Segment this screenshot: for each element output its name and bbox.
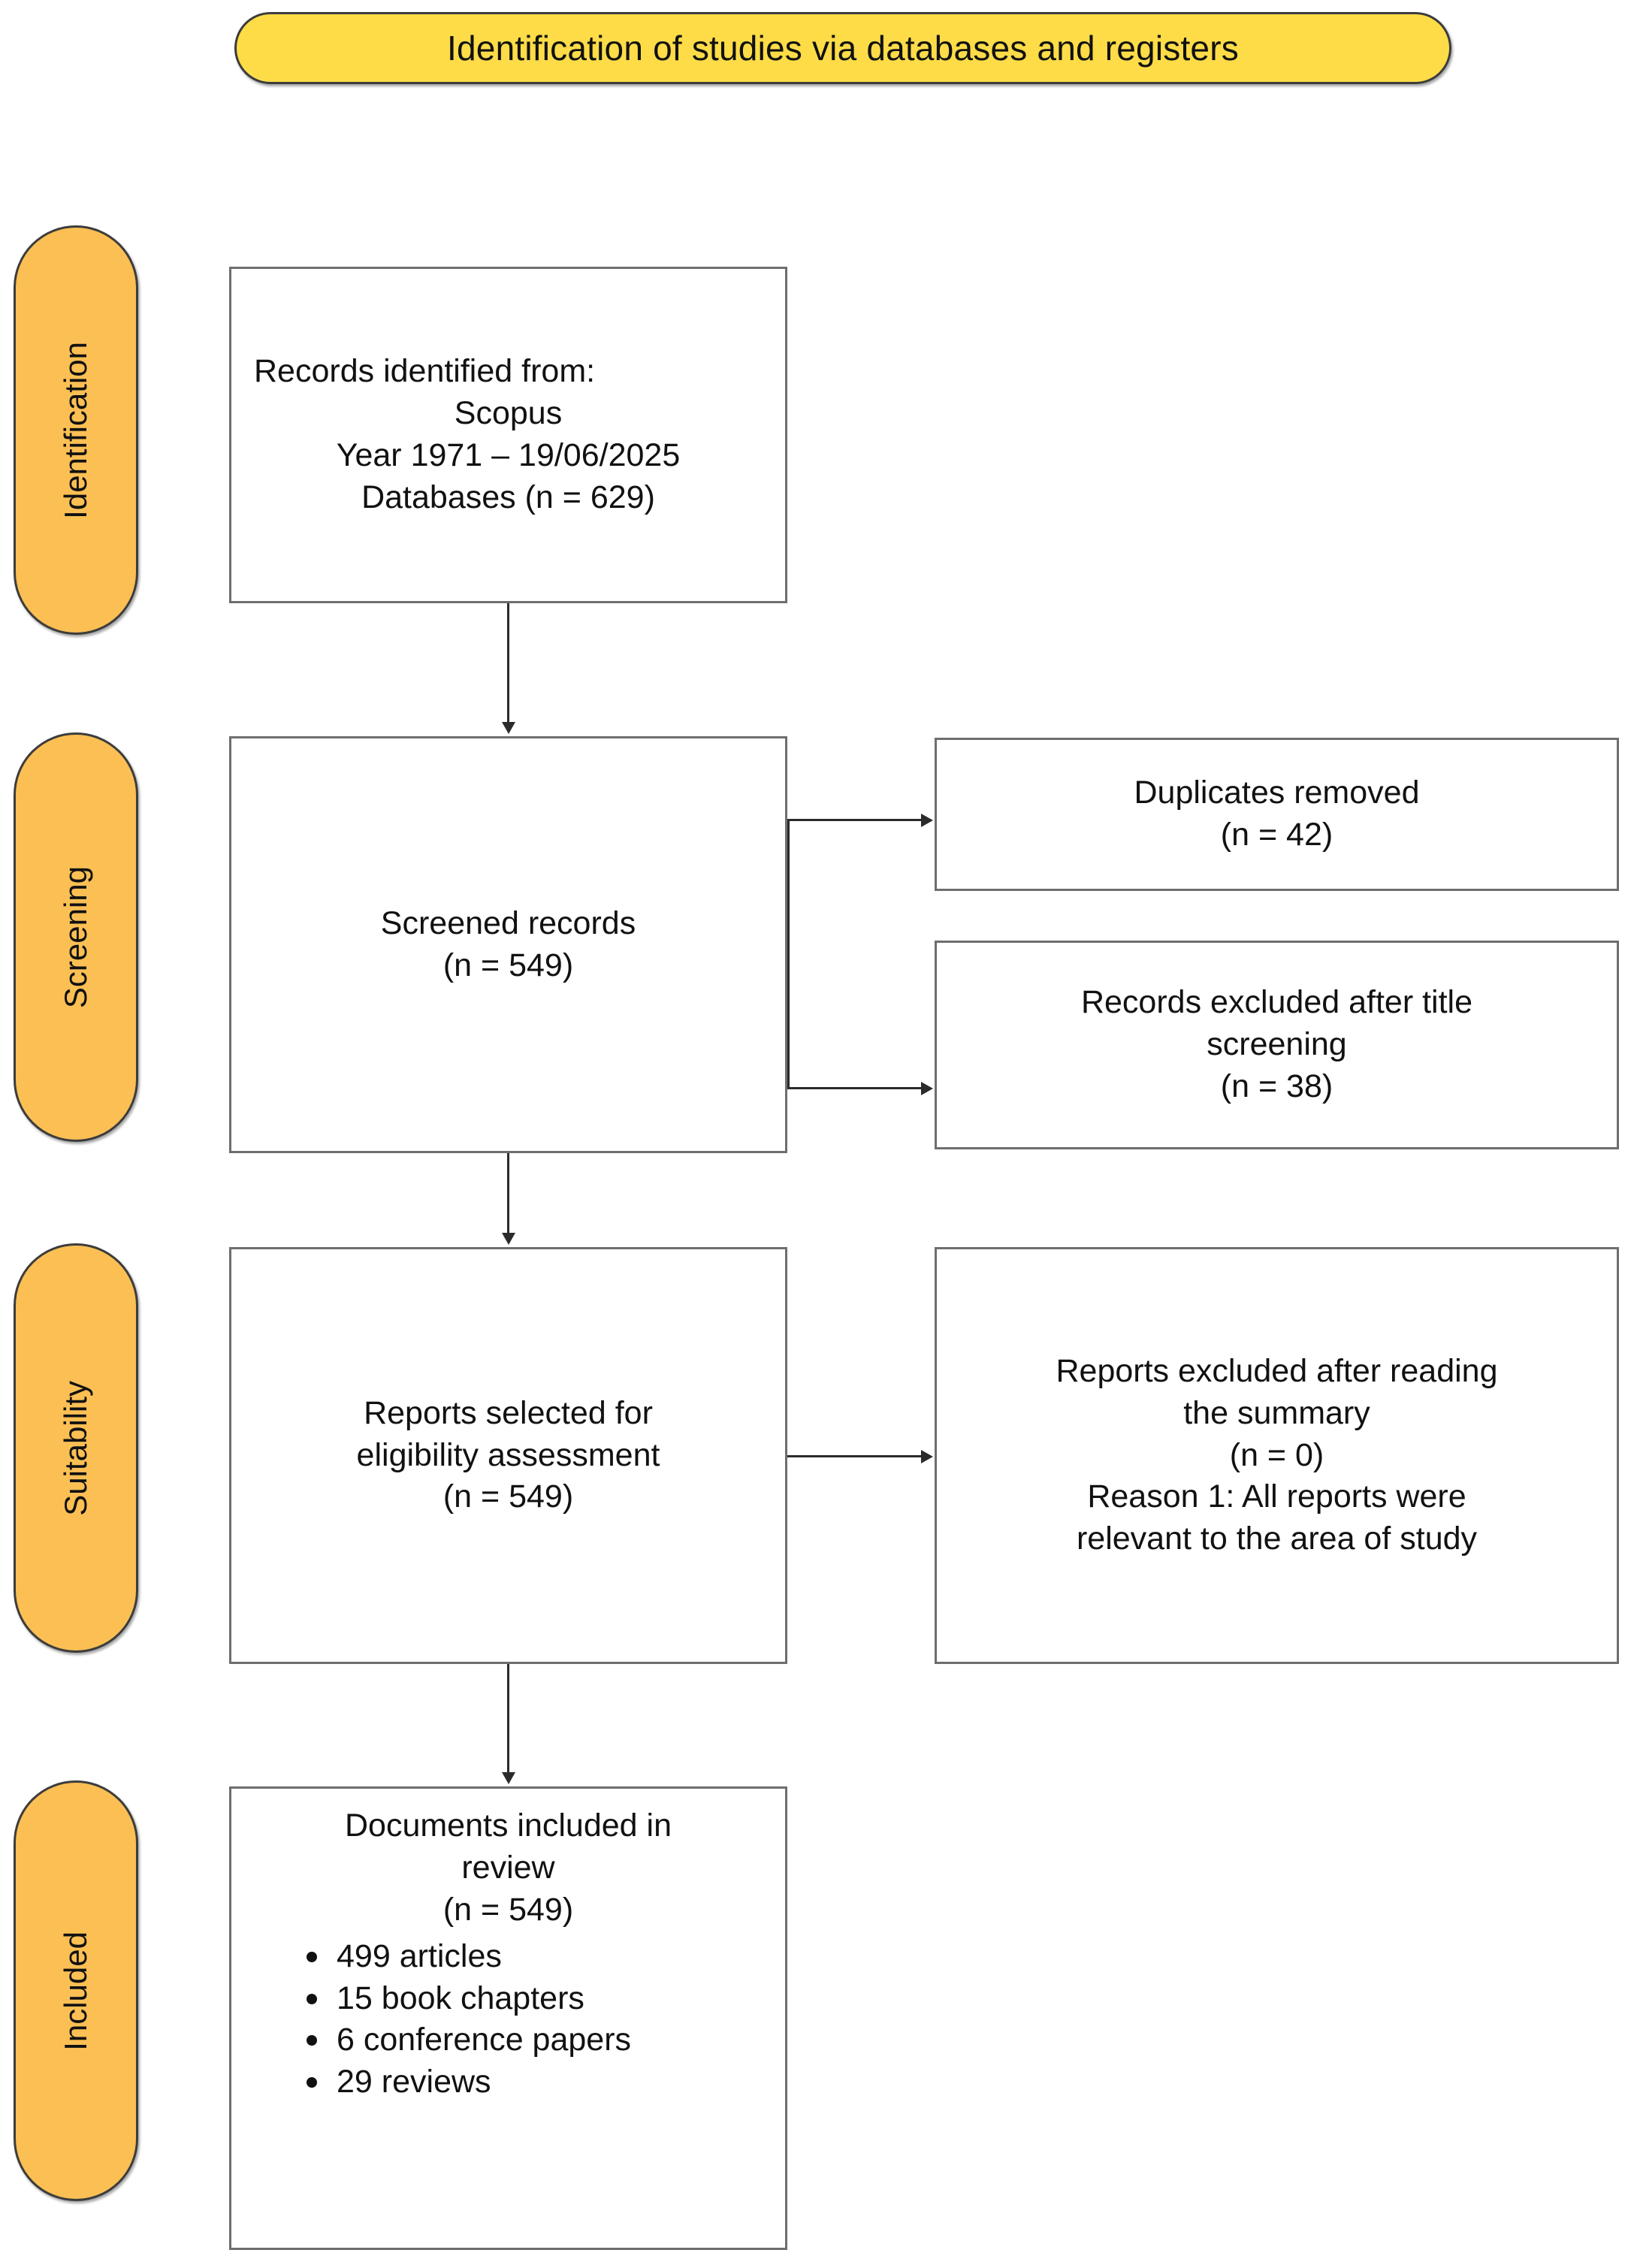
stage-label-identification: Identification — [58, 341, 93, 519]
connector-screened-to-reports-selected — [507, 1153, 509, 1234]
documents-included-line-1: Documents included in — [344, 1807, 672, 1844]
stage-label-screening: Screening — [58, 865, 93, 1009]
records-identified-line-1: Records identified from: — [254, 353, 596, 390]
arrowhead-identified-to-screened — [502, 722, 515, 734]
stage-pill-identification: Identification — [14, 225, 138, 635]
stage-label-included: Included — [58, 1931, 93, 2051]
records-excluded-title-line-2: screening — [1207, 1026, 1347, 1063]
connector-reports-selected-to-excluded-summary — [787, 1455, 923, 1457]
reports-excluded-summary-line-4: Reason 1: All reports were — [1087, 1478, 1466, 1515]
diagram-title: Identification of studies via databases … — [447, 28, 1239, 68]
list-item: 15 book chapters — [302, 1978, 773, 2020]
reports-excluded-summary-line-2: the summary — [1183, 1394, 1370, 1431]
records-excluded-title-line-1: Records excluded after title — [1080, 984, 1473, 1021]
box-records-excluded-title: Records excluded after title screening (… — [935, 941, 1619, 1149]
screened-records-line-1: Screened records — [380, 904, 636, 941]
reports-selected-line-2: eligibility assessment — [356, 1436, 660, 1473]
connector-screened-to-duplicates — [787, 819, 923, 821]
records-identified-line-2: Scopus — [454, 395, 563, 432]
connector-identified-to-screened — [507, 603, 509, 723]
list-item: 499 articles — [302, 1936, 773, 1978]
arrowhead-screened-to-excluded-title — [921, 1082, 933, 1095]
list-item: 29 reviews — [302, 2061, 773, 2103]
arrowhead-reports-selected-to-excluded-summary — [921, 1450, 933, 1463]
stage-pill-suitability: Suitability — [14, 1243, 138, 1653]
reports-excluded-summary-line-1: Reports excluded after reading — [1056, 1352, 1498, 1389]
reports-excluded-summary-line-5: relevant to the area of study — [1076, 1521, 1478, 1557]
connector-screened-right-stub — [787, 819, 790, 1089]
stage-pill-included: Included — [14, 1780, 138, 2201]
duplicates-removed-line-1: Duplicates removed — [1134, 775, 1420, 811]
arrowhead-reports-selected-to-included — [502, 1772, 515, 1784]
box-records-identified: Records identified from: Scopus Year 197… — [229, 267, 787, 603]
reports-selected-line-1: Reports selected for — [364, 1394, 653, 1431]
records-excluded-title-line-3: (n = 38) — [1220, 1068, 1333, 1104]
box-screened-records: Screened records (n = 549) — [229, 736, 787, 1153]
records-identified-line-3: Year 1971 – 19/06/2025 — [336, 437, 681, 473]
documents-included-line-3: (n = 549) — [442, 1891, 574, 1928]
duplicates-removed-line-2: (n = 42) — [1220, 817, 1333, 853]
box-reports-selected: Reports selected for eligibility assessm… — [229, 1247, 787, 1664]
list-item: 6 conference papers — [302, 2019, 773, 2061]
documents-included-line-2: review — [461, 1849, 555, 1886]
stage-label-suitability: Suitability — [58, 1380, 93, 1516]
stage-pill-screening: Screening — [14, 732, 138, 1142]
box-documents-included: Documents included in review (n = 549) 4… — [229, 1786, 787, 2250]
arrowhead-screened-to-reports-selected — [502, 1233, 515, 1245]
diagram-header-banner: Identification of studies via databases … — [234, 12, 1451, 84]
arrowhead-screened-to-duplicates — [921, 814, 933, 827]
box-reports-excluded-summary: Reports excluded after reading the summa… — [935, 1247, 1619, 1664]
box-duplicates-removed: Duplicates removed (n = 42) — [935, 738, 1619, 891]
records-identified-line-4: Databases (n = 629) — [361, 479, 655, 515]
reports-selected-line-3: (n = 549) — [442, 1478, 574, 1515]
connector-screened-to-excluded-title — [787, 1087, 923, 1089]
documents-included-breakdown-list: 499 articles 15 book chapters 6 conferen… — [243, 1936, 773, 2104]
screened-records-line-2: (n = 549) — [442, 947, 574, 983]
connector-reports-selected-to-included — [507, 1664, 509, 1774]
reports-excluded-summary-line-3: (n = 0) — [1229, 1436, 1324, 1473]
